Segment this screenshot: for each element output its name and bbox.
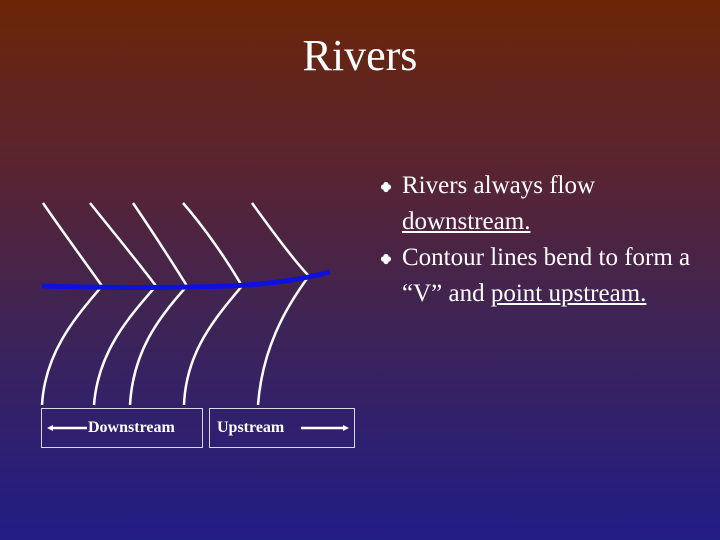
river-line	[41, 269, 331, 290]
contour-line-2	[89, 202, 158, 406]
downstream-legend: Downstream	[41, 408, 203, 448]
bullet-emphasis: point upstream.	[490, 280, 647, 307]
bullet-text: Contour lines bend to form a “V” and	[402, 244, 691, 307]
bullet-text: Rivers always flow	[402, 172, 596, 199]
contour-line-3	[128, 202, 189, 406]
diamond-bullet-icon	[380, 181, 392, 193]
left-arrow-icon	[47, 425, 87, 431]
diamond-bullet-icon	[380, 253, 392, 265]
upstream-label: Upstream	[217, 419, 285, 436]
bullet-list: Rivers always flow downstream. Contour l…	[380, 168, 715, 312]
upstream-legend: Upstream	[209, 408, 355, 448]
bullet-item: Contour lines bend to form a “V” and poi…	[380, 240, 715, 312]
bullet-item: Rivers always flow downstream.	[380, 168, 715, 240]
contour-line-4	[182, 202, 244, 406]
contour-line-1	[40, 202, 104, 406]
contour-line-5	[250, 202, 311, 406]
page-title: Rivers	[302, 31, 418, 80]
right-arrow-icon	[301, 425, 349, 431]
downstream-label: Downstream	[88, 419, 175, 436]
bullet-emphasis: downstream.	[402, 208, 531, 235]
